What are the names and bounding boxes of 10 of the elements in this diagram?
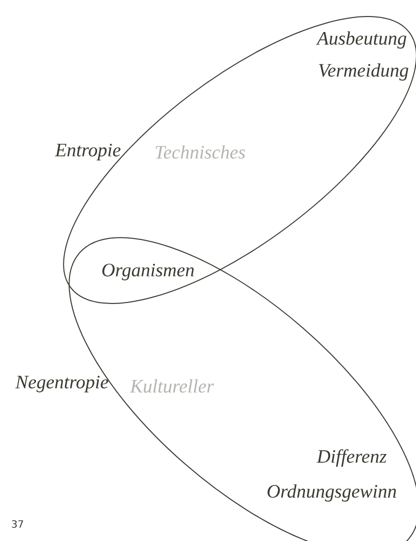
page-number: 37	[12, 520, 24, 528]
label-text: Kultureller	[130, 379, 214, 393]
label-text: Vermeidung	[319, 63, 408, 81]
label-text: Technisches	[156, 145, 246, 159]
label-text: Organismen	[102, 264, 194, 280]
label-text: Entropie	[54, 144, 120, 160]
label-text: Ordnungsgewinn	[268, 484, 396, 502]
label-text: Negentropie	[15, 376, 108, 392]
label-text: Ausbeutung	[316, 31, 406, 49]
label-text: Differenz	[316, 449, 387, 467]
